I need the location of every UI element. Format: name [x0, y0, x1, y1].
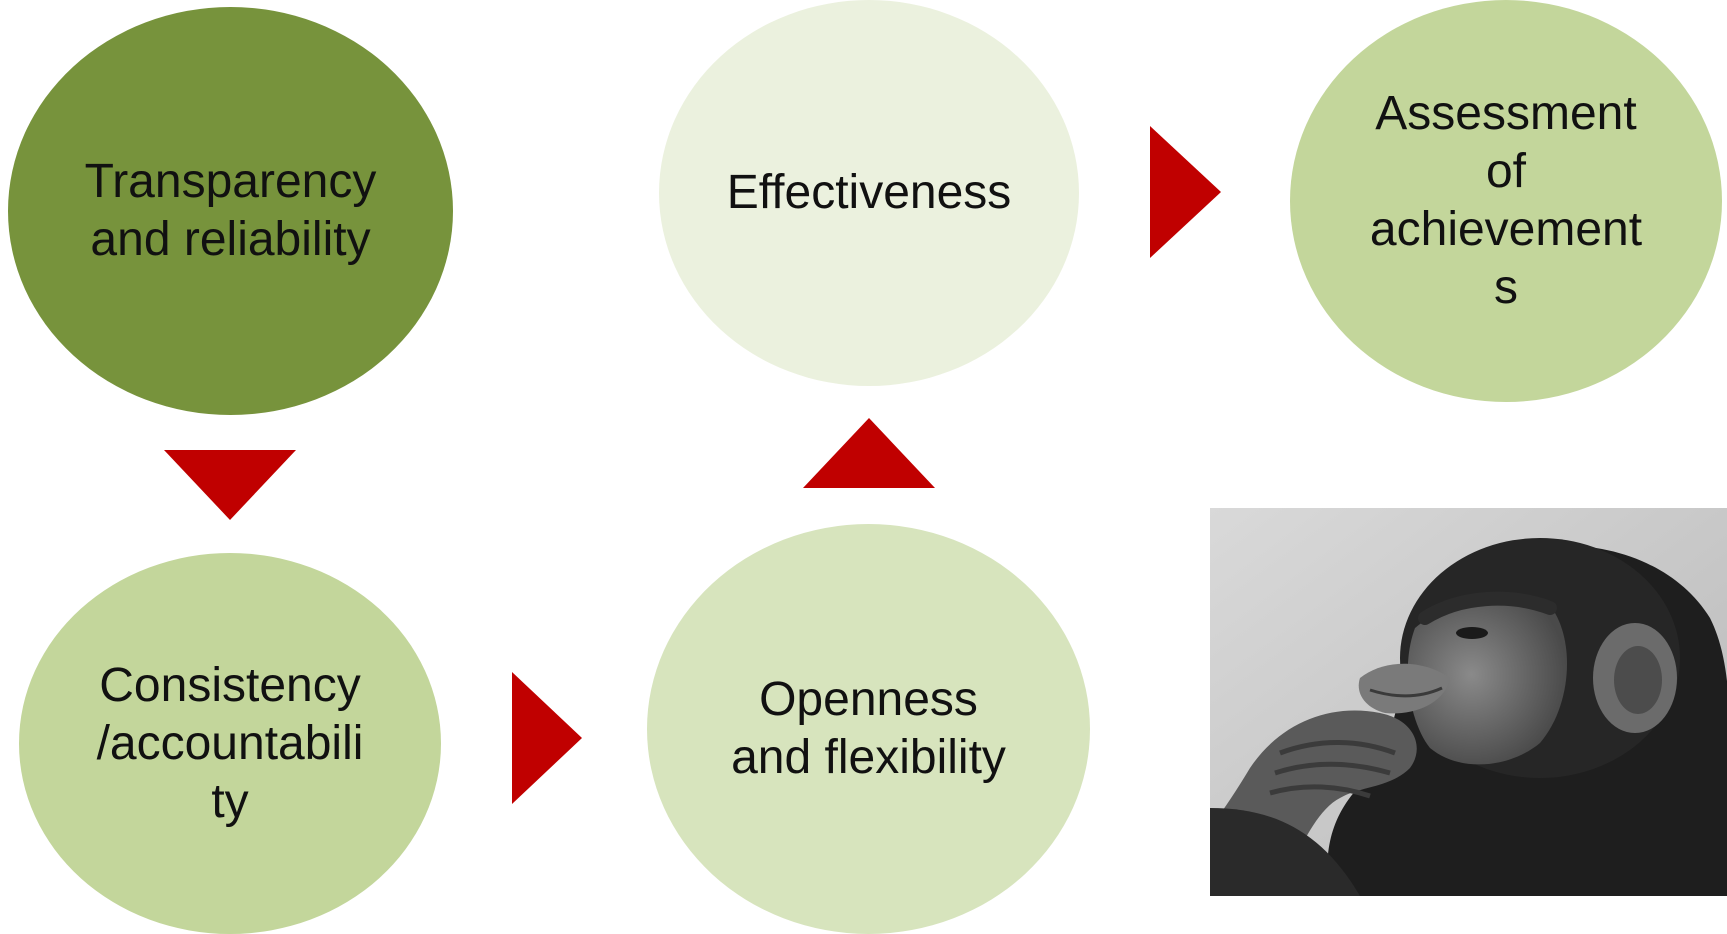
node-openness-flexibility: Openness and flexibility: [647, 524, 1090, 934]
node-assessment-achievements: Assessment of achievement s: [1290, 0, 1722, 402]
arrow-right-icon: [1150, 126, 1221, 258]
arrow-right-icon: [512, 672, 582, 804]
arrow-down-icon: [164, 450, 296, 520]
node-label: Openness and flexibility: [731, 673, 1006, 784]
node-consistency-accountability: Consistency /accountabili ty: [19, 553, 441, 934]
node-label: Transparency and reliability: [84, 155, 377, 266]
arrow-up-icon: [803, 418, 935, 488]
node-effectiveness: Effectiveness: [659, 0, 1079, 386]
node-transparency-reliability: Transparency and reliability: [8, 7, 453, 415]
node-label: Consistency /accountabili ty: [96, 658, 364, 828]
node-label: Assessment of achievement s: [1369, 87, 1643, 314]
node-label: Effectiveness: [726, 166, 1012, 219]
chimpanzee-thinking-photo: [1210, 508, 1727, 896]
